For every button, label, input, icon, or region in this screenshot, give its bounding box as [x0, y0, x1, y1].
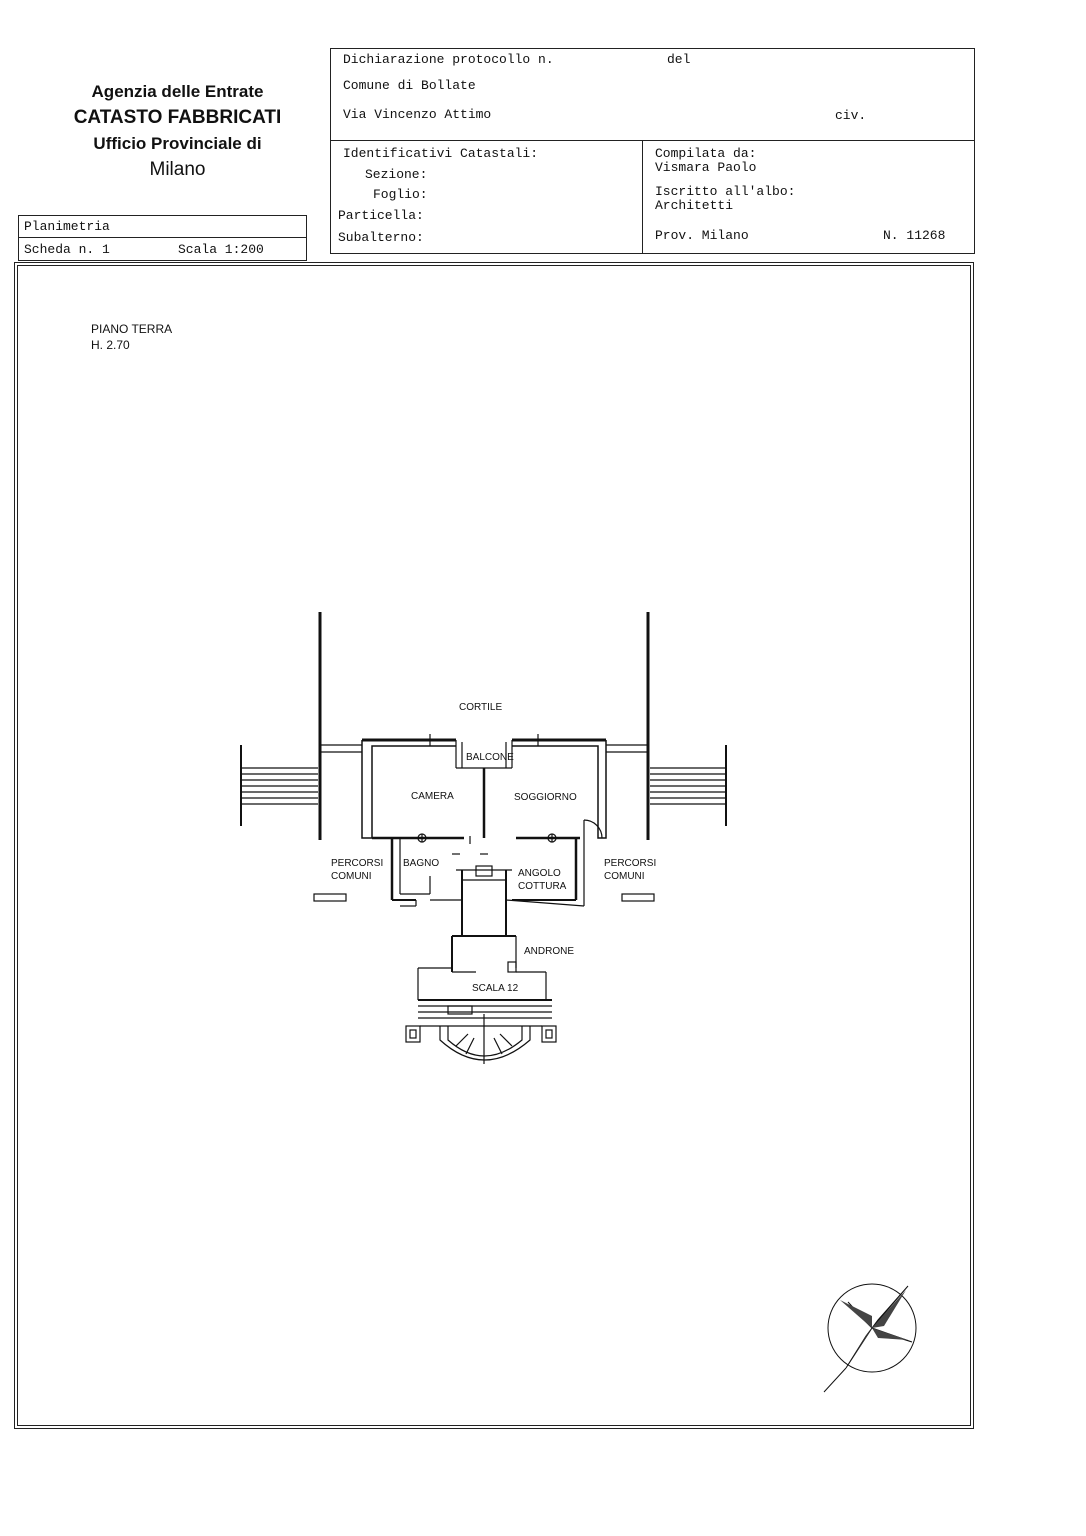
declaration-divider: [330, 140, 975, 141]
room-balcone: BALCONE: [466, 752, 514, 763]
drawing-frame-inner: [17, 265, 971, 1426]
floor-height: H. 2.70: [91, 338, 130, 352]
via-label: Via Vincenzo Attimo: [343, 107, 492, 122]
albo-label: Iscritto all'albo:: [655, 184, 796, 199]
percorsi-right-1: PERCORSI: [604, 858, 657, 869]
compilata-label: Compilata da:: [655, 146, 757, 161]
agency-header: Agenzia delle Entrate CATASTO FABBRICATI…: [60, 80, 295, 184]
foglio-label: Foglio:: [373, 187, 428, 202]
compilata-name: Vismara Paolo: [655, 160, 757, 175]
declaration-box: [330, 48, 975, 254]
percorsi-right-2: COMUNI: [604, 871, 645, 882]
sezione-label: Sezione:: [365, 167, 428, 182]
ufficio-label: Ufficio Provinciale di: [93, 134, 262, 153]
planimetria-box: [18, 215, 307, 261]
planimetria-title: Planimetria: [24, 219, 110, 234]
drawing-frame: [14, 262, 974, 1429]
protocollo-label: Dichiarazione protocollo n.: [343, 52, 554, 67]
room-soggiorno: SOGGIORNO: [514, 792, 577, 803]
catasto-title: CATASTO FABBRICATI: [73, 107, 282, 128]
room-cottura: COTTURA: [518, 881, 567, 892]
room-camera: CAMERA: [411, 791, 454, 802]
albo-value: Architetti: [655, 198, 734, 213]
del-label: del: [667, 52, 691, 67]
floor-label: PIANO TERRA: [91, 322, 173, 336]
percorsi-left-2: COMUNI: [331, 871, 372, 882]
room-scala: SCALA 12: [472, 983, 519, 994]
north-arrow-icon: [823, 1283, 917, 1393]
identificativi-title: Identificativi Catastali:: [343, 146, 539, 161]
room-androne: ANDRONE: [524, 946, 575, 957]
prov-label: Prov. Milano: [655, 228, 749, 243]
scheda-number: Scheda n. 1: [24, 242, 110, 257]
percorsi-left-1: PERCORSI: [331, 858, 384, 869]
room-bagno: BAGNO: [403, 858, 440, 869]
room-angolo: ANGOLO: [518, 868, 561, 879]
ufficio-city: Milano: [149, 159, 206, 180]
comune-label: Comune di Bollate: [343, 78, 476, 93]
agency-name: Agenzia delle Entrate: [91, 82, 264, 101]
subalterno-label: Subalterno:: [338, 230, 424, 245]
declaration-vdivider: [642, 140, 643, 254]
albo-number: N. 11268: [883, 228, 946, 243]
room-cortile: CORTILE: [459, 702, 503, 713]
civ-label: civ.: [835, 108, 867, 123]
planimetria-divider: [18, 237, 307, 238]
scala-value: Scala 1:200: [178, 242, 264, 257]
particella-label: Particella:: [338, 208, 424, 223]
